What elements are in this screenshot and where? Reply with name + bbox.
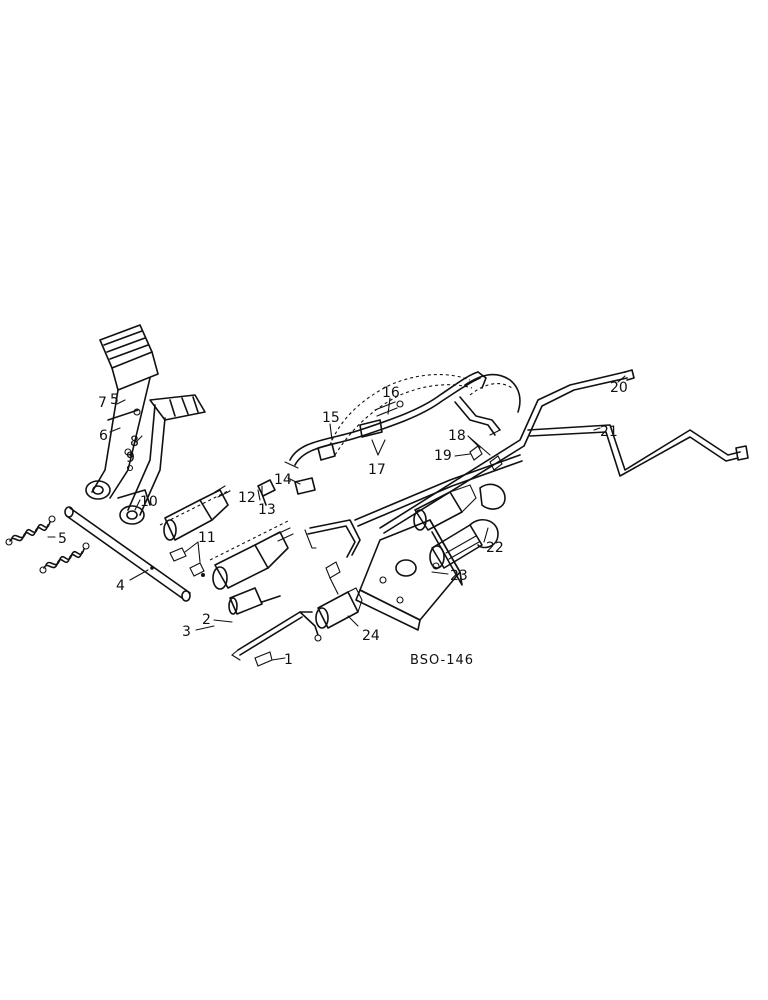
callout-11: 11 [198,530,216,546]
callout-9: 9 [126,450,135,466]
mounting-bracket [355,519,463,631]
callout-22: 22 [486,540,504,556]
callout-4: 4 [116,578,125,594]
callout-18: 18 [448,428,466,444]
callout-12: 12 [238,490,256,506]
callout-14: 14 [274,472,292,488]
callout-6: 6 [99,428,108,444]
callout-17: 17 [368,462,386,478]
callout-23: 23 [450,568,468,584]
callout-5: 5 [58,531,67,547]
return-springs [5,515,90,574]
callout-10: 10 [140,494,158,510]
pipes-to-bracket [304,454,523,558]
drawing-code: BSO-146 [410,653,474,668]
brake-pipes [257,371,521,506]
callout-5b: 5 [110,392,119,408]
lower-linkage [228,587,322,667]
callout-8: 8 [130,434,139,450]
callout-19: 19 [434,448,452,464]
callout-16: 16 [382,385,400,401]
long-brake-pipes [379,369,749,534]
cross-shaft [64,506,191,602]
callout-24: 24 [362,628,380,644]
callout-7: 7 [98,395,107,411]
callout-20: 20 [610,380,628,396]
callout-1: 1 [284,652,293,668]
callout-15: 15 [322,410,340,426]
leader-lines [47,375,626,661]
callout-21: 21 [600,424,618,440]
brake-pedal-assembly [85,324,206,525]
master-cylinders-left [159,485,294,590]
callout-2: 2 [202,612,211,628]
callout-13: 13 [258,502,276,518]
callout-3: 3 [182,624,191,640]
wheel-cylinders-right [413,483,506,569]
callout-labels: 1 2 3 4 5 6 7 5 8 9 10 11 12 13 14 15 16… [58,380,628,668]
cylinder-24 [315,561,363,629]
